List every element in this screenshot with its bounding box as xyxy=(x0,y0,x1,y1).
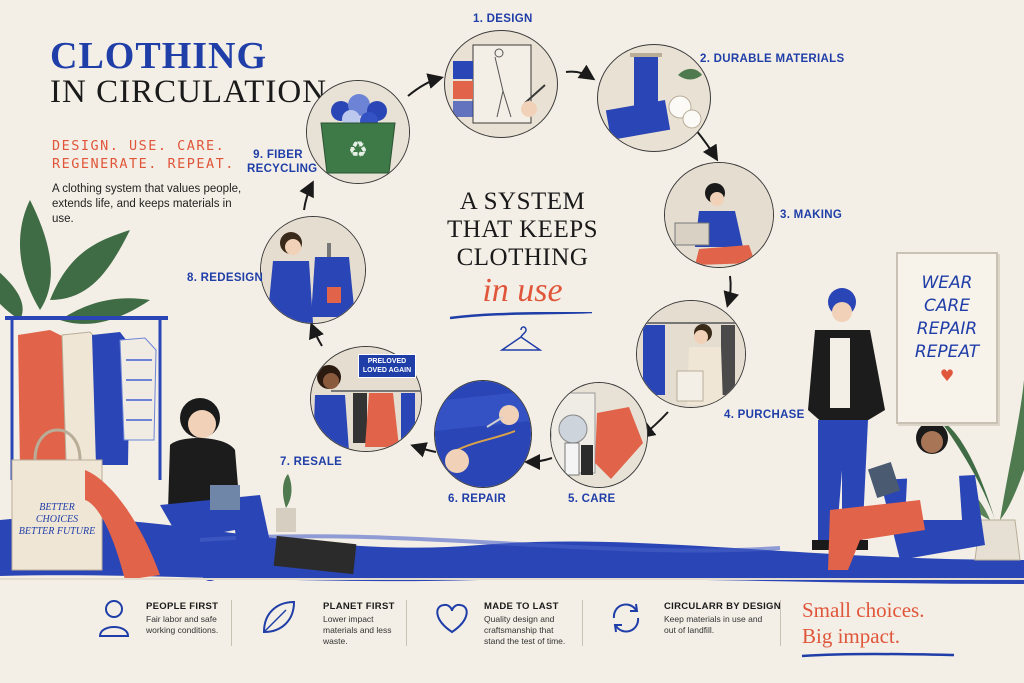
step-label-durable-materials: 2. DURABLE MATERIALS xyxy=(700,53,845,65)
step-label-redesign: 8. REDESIGN xyxy=(187,272,264,284)
step-purchase-circle xyxy=(636,300,746,408)
wear-care-poster: WEAR CARE REPAIR REPEAT ♥ xyxy=(896,252,998,424)
striped-shirt xyxy=(119,337,157,441)
step-label-resale: 7. RESALE xyxy=(280,456,343,468)
poster-line-wear: WEAR xyxy=(921,273,973,293)
arrow-repair-to-resale xyxy=(410,442,437,458)
person-icon xyxy=(98,600,130,637)
step-design-circle xyxy=(444,30,558,138)
clothing-rack xyxy=(5,316,168,480)
tote-bag-text: BETTER CHOICES BETTER FUTURE xyxy=(18,502,96,537)
leaf-icon xyxy=(262,600,296,634)
circular-arrows-icon xyxy=(612,603,640,633)
footer-divider xyxy=(0,578,1024,580)
feature-made-title: MADE TO LAST xyxy=(484,601,559,612)
slogan-underline xyxy=(801,652,955,658)
coral-scarf xyxy=(85,470,160,580)
feature-circular-desc: Keep materials in use and out of landfil… xyxy=(664,614,763,635)
feature-divider-2 xyxy=(406,600,407,646)
blue-floor-stroke-light xyxy=(199,534,781,553)
center-title: A SYSTEM THAT KEEPS CLOTHING xyxy=(446,188,599,271)
tagline-line2: REGENERATE. REPEAT. xyxy=(52,156,235,172)
heart-icon xyxy=(436,603,468,634)
feature-people-desc: Fair labor and safe working conditions. xyxy=(146,614,219,635)
arrow-making-to-purchase xyxy=(723,275,739,308)
title-line2: IN CIRCULATION xyxy=(50,74,328,110)
step-label-repair: 6. REPAIR xyxy=(448,493,507,505)
shopping-bag xyxy=(676,370,704,402)
feature-divider-4 xyxy=(780,600,781,646)
small-plant xyxy=(282,474,292,508)
needle xyxy=(486,416,504,428)
feature-planet-desc: Lower impact materials and less waste. xyxy=(323,614,392,646)
knitting-woman xyxy=(160,398,275,581)
repair-hand xyxy=(445,449,469,473)
step-redesign-circle xyxy=(260,216,366,324)
arrow-design-to-materials xyxy=(565,64,596,81)
arrow-recycling-to-design xyxy=(407,73,444,97)
feature-circular-title: CIRCULARR BY DESIGN xyxy=(664,601,781,612)
slogan-line1: Small choices. xyxy=(802,598,925,622)
sewing-machine xyxy=(674,222,710,246)
step-label-design: 1. DESIGN xyxy=(473,13,533,25)
arrow-materials-to-making xyxy=(695,129,719,162)
folded-clothes xyxy=(273,535,357,575)
feature-made-desc: Quality design and craftsmanship that st… xyxy=(484,614,566,646)
poster-line-care: CARE xyxy=(923,296,971,316)
slogan-line2: Big impact. xyxy=(802,624,900,648)
step-repair-circle xyxy=(434,380,532,488)
detergent-bottle xyxy=(564,442,580,476)
tagline-line1: DESIGN. USE. CARE. xyxy=(52,138,226,154)
tote-bag-graphic xyxy=(11,428,160,580)
coral-cardigan xyxy=(18,330,72,470)
blue-yarn-spool xyxy=(634,55,658,111)
feature-divider-3 xyxy=(582,600,583,646)
dress-form xyxy=(327,243,331,257)
hanger-icon xyxy=(499,326,543,351)
center-accent: in use xyxy=(482,272,563,309)
arrow-resale-to-redesign xyxy=(309,322,324,347)
poster-line-repeat: REPEAT xyxy=(914,342,980,362)
feature-divider-1 xyxy=(231,600,232,646)
poster-line-repair: REPAIR xyxy=(916,319,978,339)
center-decoration xyxy=(449,312,593,351)
intro-text: A clothing system that values people, ex… xyxy=(52,183,242,225)
step-recycling-circle: ♻ xyxy=(306,80,410,184)
sitting-woman xyxy=(828,422,985,570)
heart-icon: ♥ xyxy=(939,366,955,385)
underline-stroke xyxy=(449,312,593,320)
step-label-making: 3. MAKING xyxy=(780,209,843,221)
preloved-sign: PRELOVED LOVED AGAIN xyxy=(358,354,416,378)
step-label-care: 5. CARE xyxy=(568,493,616,505)
step-making-circle xyxy=(664,162,774,268)
step-label-purchase: 4. PURCHASE xyxy=(724,409,805,421)
title-line1: CLOTHING xyxy=(50,35,268,77)
coral-sweater xyxy=(595,407,643,479)
step-materials-circle xyxy=(597,44,711,152)
step-care-circle xyxy=(550,382,648,488)
recycle-icon: ♻ xyxy=(348,138,368,163)
arrow-care-to-repair xyxy=(524,453,553,470)
arrow-redesign-to-recycling xyxy=(299,180,314,211)
feature-planet-title: PLANET FIRST xyxy=(323,601,395,612)
step-label-fiber-recycling: 9. FIBER RECYCLING xyxy=(247,149,318,175)
blue-shirt xyxy=(92,332,130,465)
feature-people-title: PEOPLE FIRST xyxy=(146,601,219,612)
